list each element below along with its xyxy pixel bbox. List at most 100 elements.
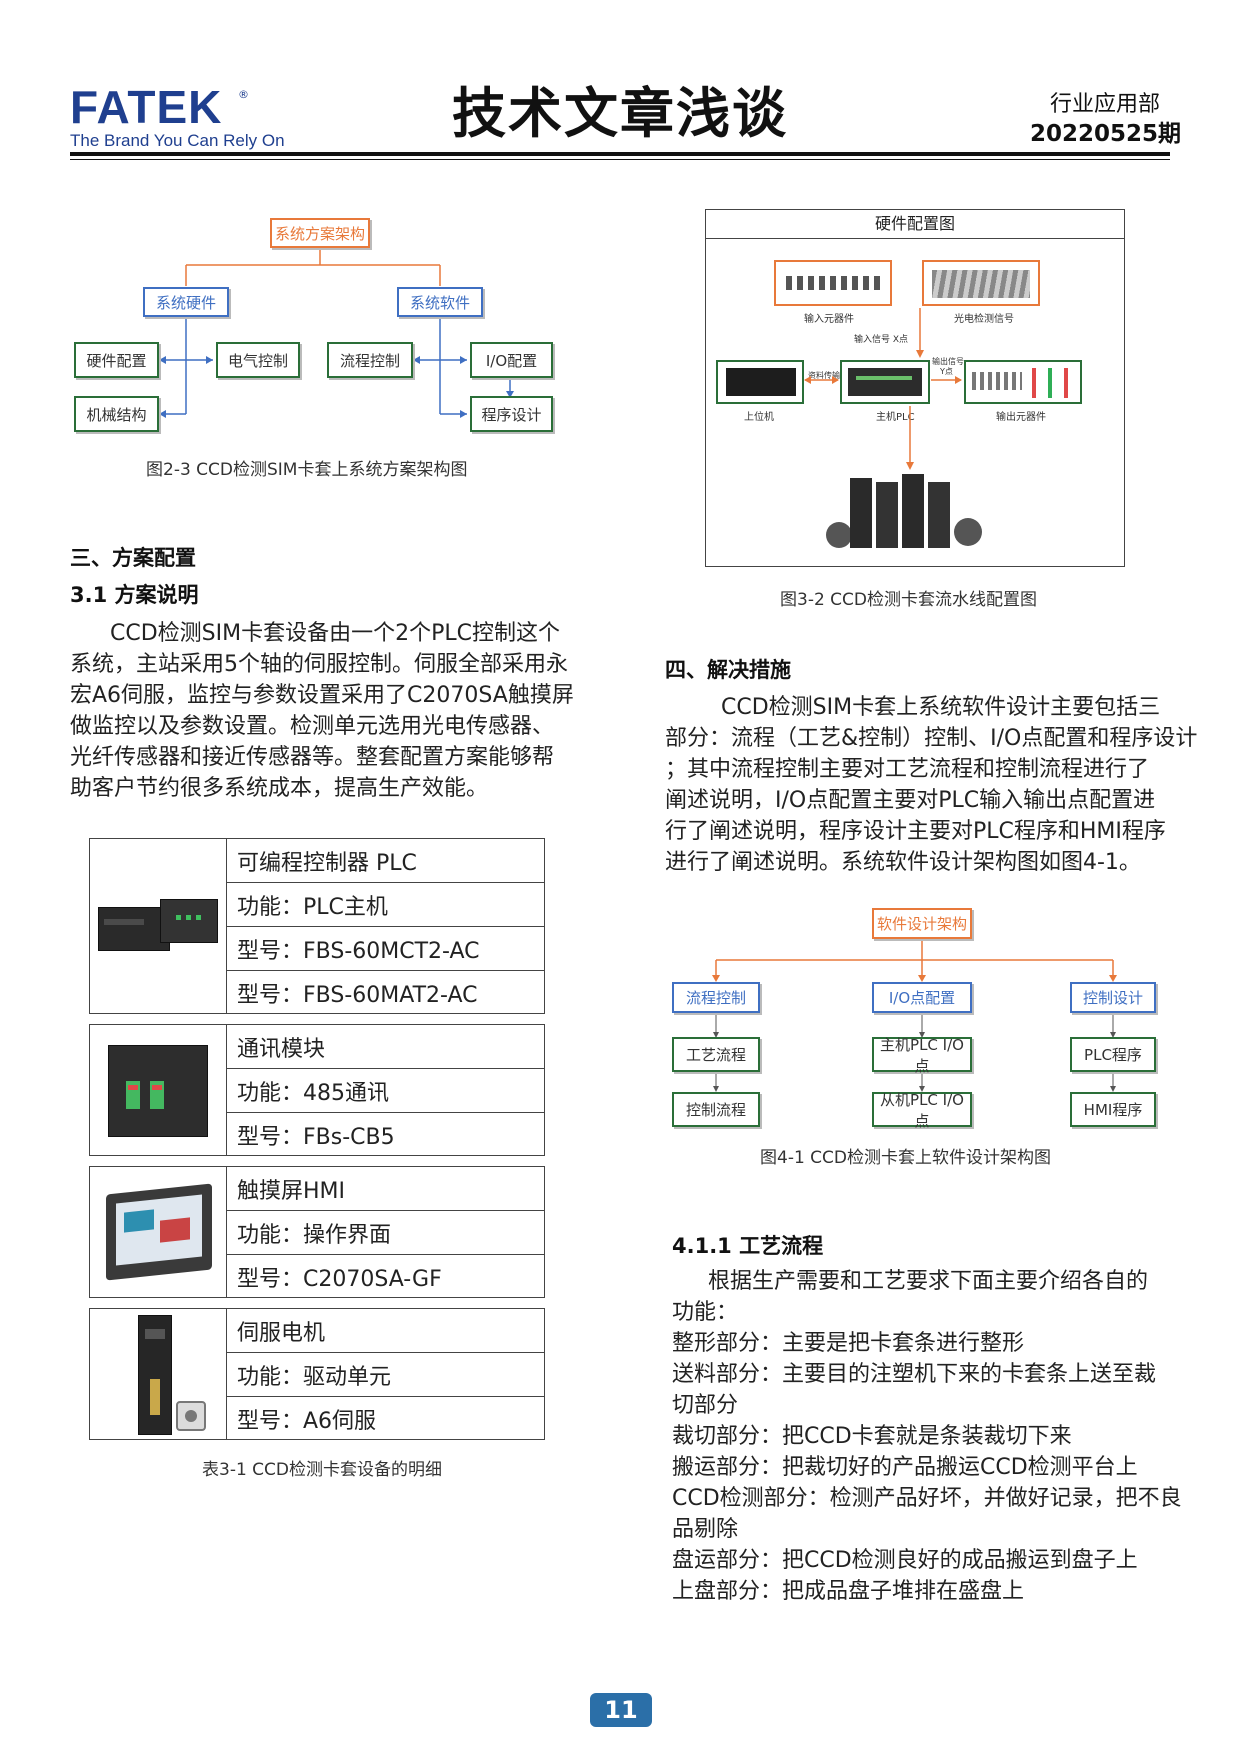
paragraph-line: 品剔除: [672, 1517, 739, 1542]
fig41-root-box: 软件设计架构: [872, 908, 972, 939]
output-components-image: [964, 360, 1082, 404]
fig41-control-design-box: 控制设计: [1070, 982, 1156, 1013]
section411-heading: 4.1.1 工艺流程: [672, 1234, 824, 1258]
fig23-program-box: 程序设计: [470, 396, 553, 432]
paragraph-line: 光纤传感器和接近传感器等。整套配置方案能够帮: [70, 745, 555, 770]
fig23-hw-config-box: 硬件配置: [74, 342, 159, 378]
table-cell: 型号：C2070SA-GF: [237, 1267, 442, 1292]
paragraph-line: 阐述说明，I/O点配置主要对PLC输入输出点配置进: [665, 788, 1156, 813]
table-cell: 伺服电机: [227, 1309, 544, 1353]
equipment-table-comm: 通讯模块 功能：485通讯 型号：FBs-CB5: [89, 1024, 545, 1156]
paragraph-line: 裁切部分：把CCD卡套就是条装裁切下来: [672, 1424, 1072, 1449]
host-pc-image: [716, 360, 804, 404]
table-cell: 型号：FBS-60MAT2-AC: [237, 983, 478, 1008]
fig32-plc-label: 主机PLC: [876, 412, 915, 423]
table-cell: 功能：驱动单元: [227, 1353, 544, 1397]
photo-sensor-image: [922, 260, 1040, 306]
page-title: 技术文章浅谈: [452, 82, 788, 145]
fig41-master-io-box: 主机PLC I/O点: [872, 1036, 972, 1075]
paragraph-line: 进行了阐述说明。系统软件设计架构图如图4-1。: [665, 850, 1141, 875]
paragraph-line: 系统，主站采用5个轴的伺服控制。伺服全部采用永: [70, 652, 568, 677]
section3-subheading: 3.1 方案说明: [70, 583, 199, 607]
fig32-photo-label: 光电检测信号: [954, 314, 1014, 325]
section4-body: CCD检测SIM卡套上系统软件设计主要包括三 部分：流程（工艺&控制）控制、I/…: [665, 692, 1198, 878]
brand-logo: FATEK: [70, 81, 223, 133]
table-cell: 型号：A6伺服: [237, 1409, 377, 1434]
fig23-caption: 图2-3 CCD检测SIM卡套上系统方案架构图: [146, 460, 468, 480]
fig41-process-box: 工艺流程: [672, 1037, 760, 1072]
fig32-output-label: 输出元器件: [996, 412, 1046, 423]
table31-caption: 表3-1 CCD检测卡套设备的明细: [202, 1460, 443, 1480]
paragraph-line: CCD检测部分：检测产品好坏，并做好记录，把不良: [672, 1486, 1182, 1511]
department: 行业应用部: [1050, 92, 1161, 117]
paragraph-line: 根据生产需要和工艺要求下面主要介绍各自的: [708, 1269, 1149, 1294]
equipment-table-plc: 可编程控制器 PLC 功能：PLC主机 型号：FBS-60MCT2-AC 型号：…: [89, 838, 545, 1014]
section411-body: 根据生产需要和工艺要求下面主要介绍各自的 功能： 整形部分：主要是把卡套条进行整…: [672, 1266, 1182, 1607]
fig23-electrical-box: 电气控制: [216, 342, 300, 378]
input-components-image: [774, 260, 892, 306]
paragraph-line: 助客户节约很多系统成本，提高生产效能。: [70, 776, 489, 801]
equipment-table-hmi: 触摸屏HMI 功能：操作界面 型号：C2070SA-GF: [89, 1166, 545, 1298]
fig32-caption: 图3-2 CCD检测卡套流水线配置图: [780, 590, 1037, 610]
header-rule-thin: [70, 159, 1170, 160]
page-number: 11: [590, 1693, 652, 1727]
fig23-root-box: 系统方案架构: [270, 218, 370, 248]
issue-number: 20220525期: [1030, 121, 1182, 147]
fig32-title: 硬件配置图: [706, 210, 1124, 239]
table-cell: 通讯模块: [227, 1025, 544, 1069]
paragraph-line: CCD检测SIM卡套设备由一个2个PLC控制这个: [110, 621, 560, 646]
fig23-mechanical-box: 机械结构: [74, 396, 159, 432]
paragraph-line: 整形部分：主要是把卡套条进行整形: [672, 1331, 1025, 1356]
paragraph-line: 功能：: [672, 1300, 739, 1325]
paragraph-line: 宏A6伺服，监控与参数设置采用了C2070SA触摸屏: [70, 683, 574, 708]
brand-tagline: The Brand You Can Rely On: [70, 131, 285, 150]
main-plc-image: [840, 360, 930, 404]
fig32-output-signal: 输出信号: [932, 357, 964, 366]
fig32-input-signal: 输入信号 X点: [854, 335, 909, 345]
section4-heading: 四、解决措施: [665, 658, 791, 682]
servo-image: [90, 1309, 227, 1439]
fig23-software-box: 系统软件: [397, 287, 483, 317]
header-rule: [70, 152, 1170, 156]
section3-body: CCD检测SIM卡套设备由一个2个PLC控制这个 系统，主站采用5个轴的伺服控制…: [70, 618, 574, 804]
table-cell: 触摸屏HMI: [227, 1167, 544, 1211]
registered-mark: ®: [238, 88, 249, 101]
section3-heading: 三、方案配置: [70, 546, 196, 570]
fig41-hmi-program-box: HMI程序: [1070, 1092, 1156, 1127]
plc-image: [90, 839, 227, 1013]
hmi-image: [90, 1167, 227, 1297]
paragraph-line: 切部分: [672, 1393, 739, 1418]
fig32-input-label: 输入元器件: [804, 314, 854, 325]
comm-module-image: [90, 1025, 227, 1155]
paragraph-line: ；其中流程控制主要对工艺流程和控制流程进行了: [665, 757, 1150, 782]
fig23-hardware-box: 系统硬件: [143, 287, 229, 317]
paragraph-line: 做监控以及参数设置。检测单元选用光电传感器、: [70, 714, 555, 739]
paragraph-line: 送料部分：主要目的注塑机下来的卡套条上送至裁: [672, 1362, 1157, 1387]
paragraph-line: 行了阐述说明，程序设计主要对PLC程序和HMI程序: [665, 819, 1166, 844]
paragraph-line: CCD检测SIM卡套上系统软件设计主要包括三: [721, 695, 1161, 720]
table-cell: 型号：FBs-CB5: [237, 1125, 395, 1150]
paragraph-line: 部分：流程（工艺&控制）控制、I/O点配置和程序设计: [665, 726, 1198, 751]
fig23-io-box: I/O配置: [470, 342, 553, 378]
hardware-config-figure: 硬件配置图 输入元器件 光电检测信号 输入信号 X点 上位机 资料传输 主机PL…: [705, 209, 1125, 567]
fig32-host-label: 上位机: [744, 412, 774, 423]
paragraph-line: 上盘部分：把成品盘子堆排在盛盘上: [672, 1579, 1025, 1604]
fig32-data-transfer: 资料传输: [808, 371, 840, 380]
fig41-control-flow-box: 控制流程: [672, 1092, 760, 1127]
paragraph-line: 盘运部分：把CCD检测良好的成品搬运到盘子上: [672, 1548, 1138, 1573]
fig41-flow-box: 流程控制: [672, 982, 760, 1013]
table-cell: 型号：FBS-60MCT2-AC: [227, 927, 544, 971]
fig23-flow-box: 流程控制: [327, 342, 413, 378]
table-cell: 功能：操作界面: [227, 1211, 544, 1255]
table-cell: 可编程控制器 PLC: [227, 839, 544, 883]
fig41-plc-program-box: PLC程序: [1070, 1037, 1156, 1072]
fig41-io-box: I/O点配置: [872, 982, 972, 1013]
fig41-slave-io-box: 从机PLC I/O点: [872, 1091, 972, 1130]
table-cell: 功能：PLC主机: [227, 883, 544, 927]
fig32-output-y: Y点: [940, 367, 953, 376]
servo-set-image: [816, 472, 986, 552]
equipment-table-servo: 伺服电机 功能：驱动单元 型号：A6伺服: [89, 1308, 545, 1440]
